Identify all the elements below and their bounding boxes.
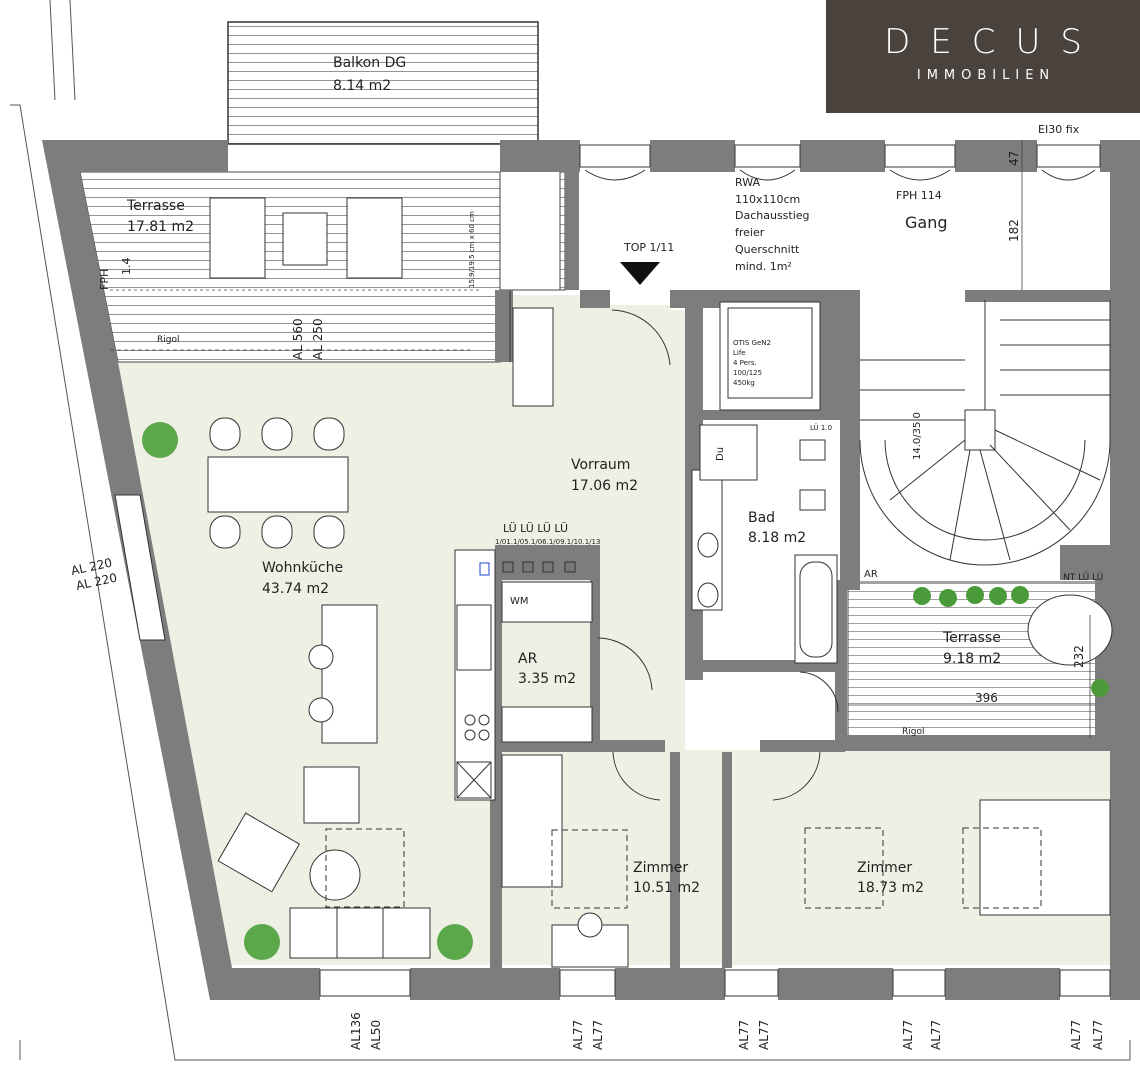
logo-brand: DECUS	[884, 22, 1102, 62]
ar-area: 3.35 m2	[518, 671, 576, 687]
dim-bottom-0: AL136	[349, 1012, 363, 1050]
rwa-line-5: Querschnitt	[735, 243, 800, 256]
wm-label: WM	[510, 596, 529, 607]
ei30-label: EI30 fix	[1038, 123, 1080, 136]
dim-bottom-2: AL77	[571, 1020, 585, 1050]
outer-outline	[10, 0, 1131, 1061]
windows-top	[579, 144, 1101, 181]
dim-182: 182	[1007, 219, 1021, 242]
vorraum-name: Vorraum	[571, 457, 630, 473]
floor-area	[118, 295, 1110, 965]
dim-232: 232	[1072, 645, 1086, 668]
brand-logo: DECUS IMMOBILIEN	[826, 0, 1140, 113]
lue-row: LÜ LÜ LÜ LÜ	[503, 522, 568, 535]
balkon-name: Balkon DG	[333, 55, 406, 71]
vorraum-area: 17.06 m2	[571, 478, 638, 494]
stair-small-label: 15.9/19.5 cm x 60 cm	[468, 211, 476, 288]
rigol-right: Rigol	[902, 727, 924, 737]
zimmer-small-area: 10.51 m2	[633, 880, 700, 896]
lift-line-3: 4 Pers.	[733, 359, 757, 367]
fph-left-label: FPH	[98, 269, 111, 290]
terrasse-left-area: 17.81 m2	[127, 219, 194, 235]
doors	[509, 290, 839, 801]
lue-codes: 1/01.1/05.1/06.1/09.1/10.1/13	[495, 538, 600, 546]
dim-bottom-6: AL77	[901, 1020, 915, 1050]
lift-line-4: 100/125	[733, 369, 762, 377]
windows-bottom	[319, 969, 1111, 997]
du-label: Du	[715, 447, 726, 461]
rwa-line-2: 110x110cm	[735, 193, 800, 206]
bad-name: Bad	[748, 510, 775, 526]
rigol-left: Rigol	[157, 335, 179, 345]
terrasse-right-name: Terrasse	[942, 630, 1001, 646]
staircase	[859, 300, 1111, 566]
zimmer-large-area: 18.73 m2	[857, 880, 924, 896]
terrasse-left-name: Terrasse	[126, 198, 185, 214]
furniture	[207, 197, 1113, 968]
entrance-marker	[620, 262, 660, 285]
lift-line-2: Life	[733, 349, 746, 357]
window-left	[114, 494, 166, 641]
dim-bottom-9: AL77	[1091, 1020, 1105, 1050]
dim-bottom-5: AL77	[757, 1020, 771, 1050]
ar-name: AR	[518, 651, 538, 667]
lift-line-1: OTIS GeN2	[733, 339, 771, 347]
dim-bottom-3: AL77	[591, 1020, 605, 1050]
dim-bottom-7: AL77	[929, 1020, 943, 1050]
dim-bottom-4: AL77	[737, 1020, 751, 1050]
lift-line-5: 450kg	[733, 379, 755, 387]
rwa-line-4: freier	[735, 226, 765, 239]
zimmer-large-name: Zimmer	[857, 860, 912, 876]
dim-396: 396	[975, 691, 998, 705]
plants	[142, 422, 1109, 960]
dimension-lines	[110, 140, 1095, 738]
lift	[719, 301, 821, 411]
terrasse-right-area: 9.18 m2	[943, 651, 1001, 667]
dim-al560: AL 560	[291, 318, 305, 360]
wohnkueche-area: 43.74 m2	[262, 581, 329, 597]
dim-bottom-8: AL77	[1069, 1020, 1083, 1050]
wohnkueche-name: Wohnküche	[262, 560, 343, 576]
rwa-line-6: mind. 1m²	[735, 260, 792, 273]
dim-al250: AL 250	[311, 318, 325, 360]
fph-left-value: 1.4	[120, 258, 133, 276]
stair-label: 14.0/35.0	[912, 412, 923, 460]
zimmer-small-name: Zimmer	[633, 860, 688, 876]
dim-47: 47	[1007, 151, 1021, 166]
balkon-area: 8.14 m2	[333, 78, 391, 94]
balkon-deck	[227, 21, 539, 145]
dim-bottom-1: AL50	[369, 1020, 383, 1050]
logo-subtitle: IMMOBILIEN	[916, 68, 1056, 83]
lue-bad: LÜ 1.0	[810, 423, 832, 432]
gang-name: Gang	[905, 213, 948, 232]
bad-area: 8.18 m2	[748, 530, 806, 546]
top-label: TOP 1/11	[623, 241, 674, 254]
rwa-line-1: RWA	[735, 176, 760, 189]
rwa-line-3: Dachausstieg	[735, 209, 810, 222]
vents	[502, 561, 576, 573]
ar-small-label: AR	[864, 569, 878, 580]
nt-label: NT LÜ LÜ	[1063, 572, 1103, 583]
fph114-label: FPH 114	[896, 189, 942, 202]
kitchen-counter	[454, 549, 593, 801]
